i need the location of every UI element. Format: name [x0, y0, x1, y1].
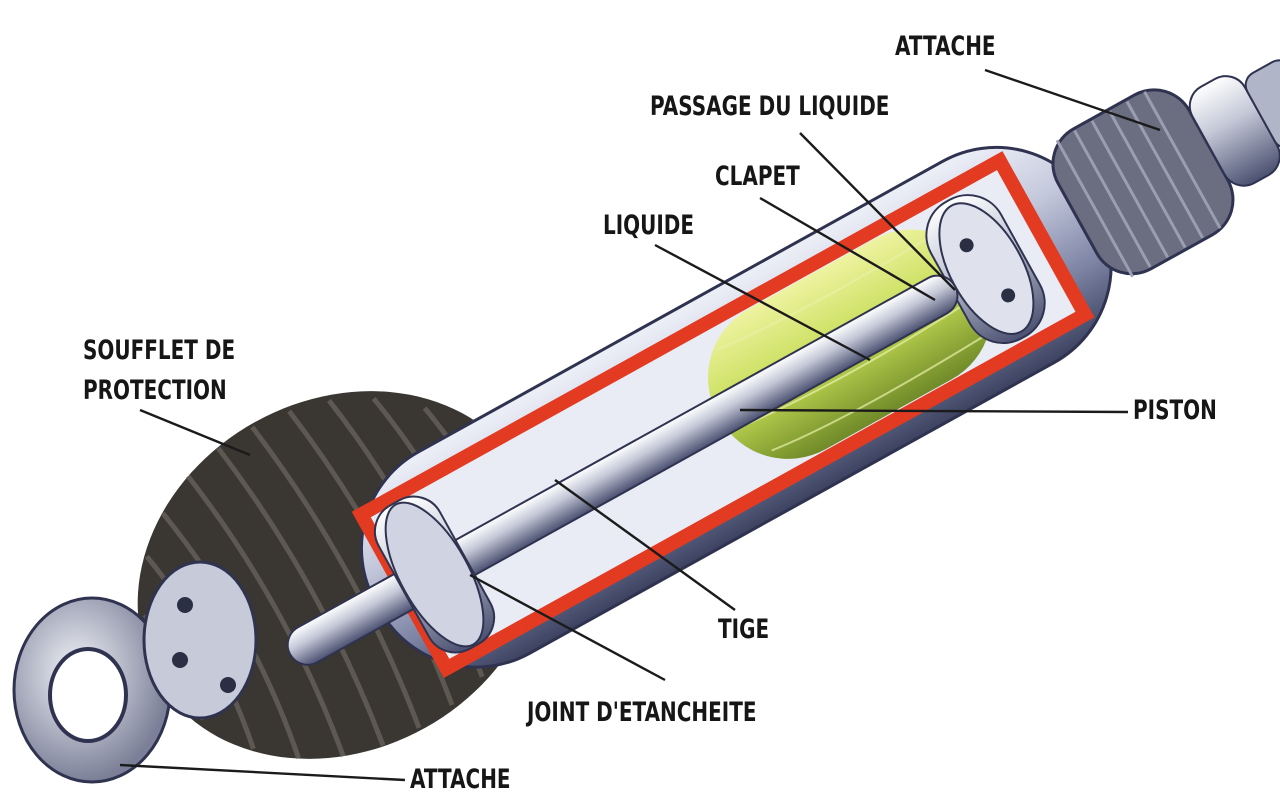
- label-tige: TIGE: [718, 611, 769, 649]
- label-piston: PISTON: [1133, 392, 1217, 430]
- label-joint-d-etancheite: JOINT D'ETANCHEITE: [527, 694, 757, 732]
- label-liquide: LIQUIDE: [603, 207, 694, 245]
- label-passage-du-liquide: PASSAGE DU LIQUIDE: [650, 88, 889, 126]
- label-attache-top: ATTACHE: [895, 28, 996, 66]
- leader-attache-bottom: [120, 765, 405, 780]
- label-soufflet-line1: SOUFFLET DE: [83, 332, 235, 370]
- bottom-attachment-eye: [14, 562, 256, 782]
- label-clapet: CLAPET: [715, 158, 800, 196]
- label-soufflet-line2: PROTECTION: [83, 372, 227, 410]
- label-attache-bottom: ATTACHE: [410, 761, 511, 799]
- leader-soufflet: [140, 410, 250, 455]
